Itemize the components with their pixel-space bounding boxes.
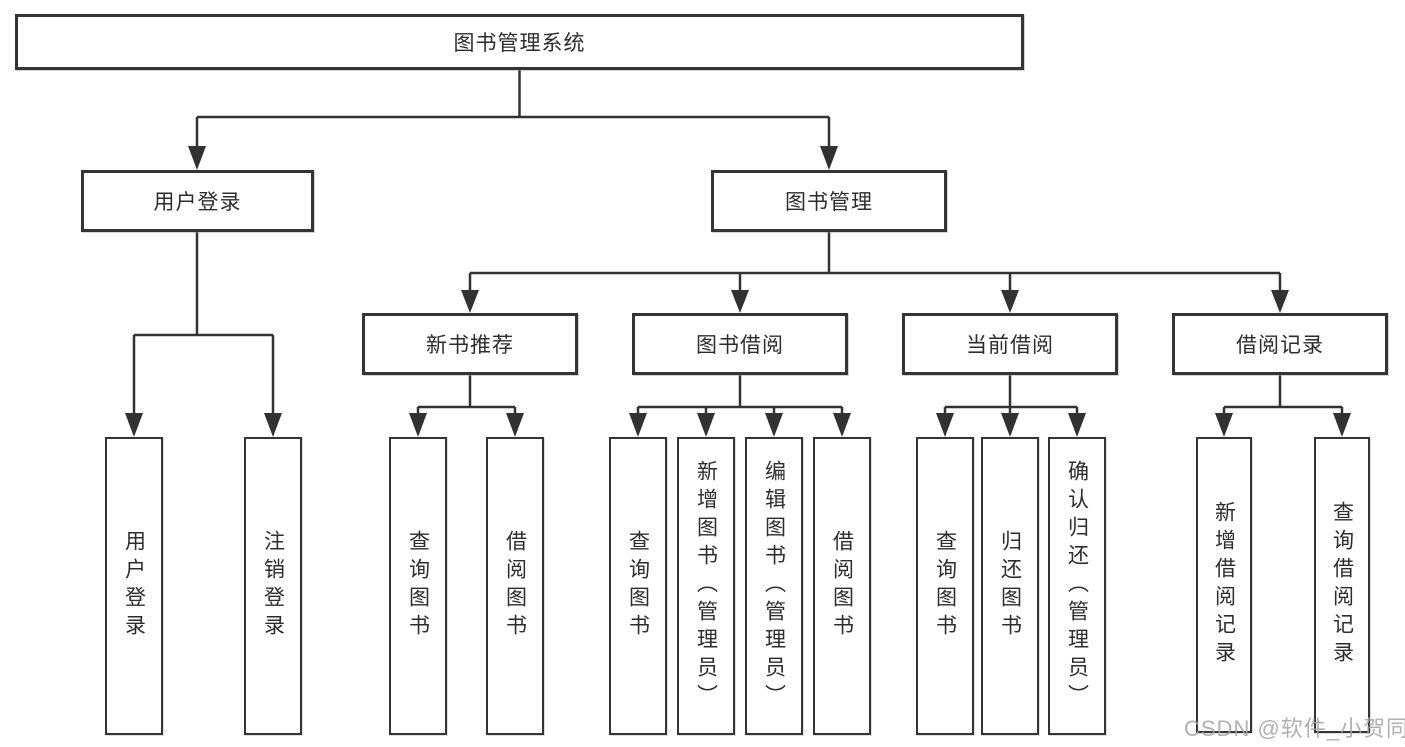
node-user-login: 用户登录 (81, 170, 314, 232)
leaf-logout: 注销登录 (244, 437, 302, 735)
connector-user-login-children (132, 232, 275, 419)
node-user-login-label: 用户登录 (153, 191, 242, 214)
leaf-borrow-books-recommend-label: 借阅图书 (503, 530, 527, 642)
node-current-borrowing: 当前借阅 (902, 313, 1118, 375)
node-current-borrowing-label: 当前借阅 (966, 334, 1054, 357)
leaf-query-books-recommend: 查询图书 (389, 437, 447, 735)
node-library-system-label: 图书管理系统 (453, 32, 586, 55)
connector-book-management-children (468, 232, 1282, 297)
leaf-query-books-current-label: 查询图书 (933, 530, 957, 642)
leaf-user-login: 用户登录 (105, 437, 163, 735)
arrowheads-leaves (409, 413, 1351, 437)
arrowheads-level2 (188, 146, 838, 170)
connector-root-to-level2 (195, 70, 831, 152)
leaf-borrow-books-borrow: 借阅图书 (813, 437, 871, 735)
connector-records-children (1222, 375, 1344, 419)
leaf-add-borrow-record-label: 新增借阅记录 (1212, 501, 1236, 669)
leaf-confirm-return-admin-label: 确认归还（管理员） (1065, 460, 1089, 712)
node-book-management: 图书管理 (711, 170, 947, 232)
leaf-user-login-label: 用户登录 (122, 530, 146, 642)
leaf-add-book-admin-label: 新增图书（管理员） (694, 460, 718, 712)
node-new-book-recommendation: 新书推荐 (362, 313, 578, 375)
connector-new-book-children (416, 375, 517, 419)
leaf-edit-book-admin: 编辑图书（管理员） (745, 437, 803, 735)
node-borrowing-records-label: 借阅记录 (1236, 334, 1324, 357)
leaf-query-books-recommend-label: 查询图书 (406, 530, 430, 642)
leaf-logout-label: 注销登录 (261, 530, 285, 642)
leaf-add-borrow-record: 新增借阅记录 (1196, 437, 1252, 733)
leaf-return-books: 归还图书 (981, 437, 1039, 735)
leaf-borrow-books-borrow-label: 借阅图书 (830, 530, 854, 642)
leaf-confirm-return-admin: 确认归还（管理员） (1048, 437, 1106, 735)
node-borrowing-records: 借阅记录 (1172, 313, 1388, 375)
connector-current-borrow-children (943, 375, 1079, 419)
leaf-query-books-current: 查询图书 (916, 437, 974, 735)
leaf-query-borrow-record: 查询借阅记录 (1314, 437, 1370, 733)
leaf-edit-book-admin-label: 编辑图书（管理员） (762, 460, 786, 712)
node-book-borrowing: 图书借阅 (632, 313, 848, 375)
arrowheads-level3 (461, 290, 1289, 313)
leaf-query-books-borrow-label: 查询图书 (626, 530, 650, 642)
node-book-management-label: 图书管理 (785, 191, 873, 214)
arrowheads-user-login (125, 413, 282, 437)
leaf-return-books-label: 归还图书 (998, 530, 1022, 642)
node-book-borrowing-label: 图书借阅 (696, 334, 784, 357)
connector-book-borrow-children (636, 375, 844, 419)
node-library-system: 图书管理系统 (15, 14, 1024, 70)
node-new-book-recommendation-label: 新书推荐 (426, 334, 514, 357)
leaf-add-book-admin: 新增图书（管理员） (677, 437, 735, 735)
leaf-query-books-borrow: 查询图书 (609, 437, 667, 735)
leaf-query-borrow-record-label: 查询借阅记录 (1330, 501, 1354, 669)
leaf-borrow-books-recommend: 借阅图书 (486, 437, 544, 735)
